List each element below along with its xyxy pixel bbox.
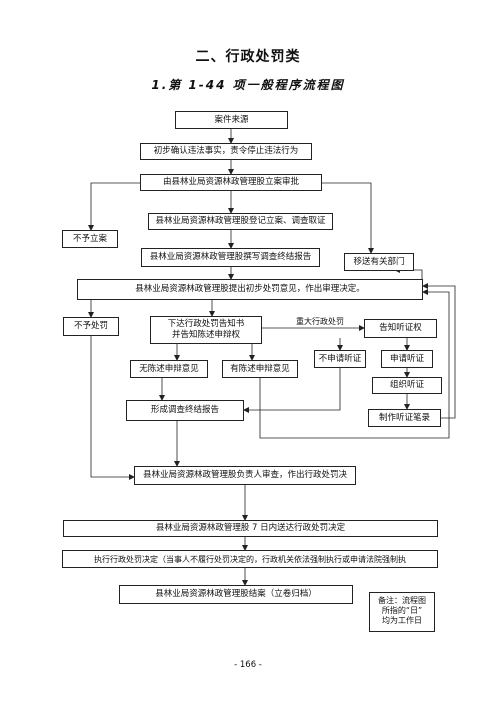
arrow-no-penalty-to-review (90, 336, 135, 480)
node-hearing-transcript: 制作听证笔录 (368, 409, 441, 427)
node-transfer-department: 移送有关部门 (344, 253, 414, 271)
node-propose-opinion: 县林业局资源林政管理股提出初步处罚意见，作出审理决定。 (77, 279, 423, 300)
arrow-filing-to-no-filing (88, 182, 140, 231)
node-hearing-notice: 告知听证权 (364, 319, 437, 338)
footnote-box: 备注：流程图 所指的“日” 均为工作日 (369, 592, 435, 632)
page-title: 二、行政处罚类 (195, 49, 301, 65)
node-penalty-notice-line2: 并告知陈述申辩权 (171, 330, 240, 340)
arrow-filing-to-transfer (322, 182, 374, 254)
footnote-line2: 所指的“日” (381, 606, 423, 615)
node-final-report-draft: 县林业局资源林政管理股撰写调查终结报告 (141, 248, 320, 267)
node-form-report: 形成调查终结报告 (126, 400, 244, 421)
node-apply-hearing: 申请听证 (381, 350, 433, 368)
flowchart-subtitle: 1.第 1-44 项一般程序流程图 (151, 78, 345, 92)
page-number: - 166 - (234, 660, 262, 670)
arrow-no-request-to-report (243, 368, 341, 413)
node-head-review: 县林业局资源林政管理股负责人审查，作出行政处罚决 (134, 466, 356, 485)
node-case-source: 案件来源 (175, 111, 288, 129)
node-filing-review: 由县林业局资源林政管理股立案审批 (140, 174, 322, 191)
node-close-case: 县林业局资源林政管理股结案（立卷归档） (119, 585, 353, 604)
node-no-penalty: 不予处罚 (63, 317, 119, 336)
node-no-hearing-request: 不申请听证 (314, 350, 366, 368)
node-initial-confirm: 初步确认违法事实，责令停止违法行为 (140, 143, 312, 160)
node-organize-hearing: 组织听证 (372, 377, 442, 394)
node-has-defense: 有陈述申辩意见 (222, 360, 298, 378)
node-no-filing: 不予立案 (62, 230, 118, 248)
footnote-line1: 备注：流程图 (378, 596, 426, 605)
node-deliver-decision: 县林业局资源林政管理股 7 日内送达行政处罚决定 (63, 520, 438, 537)
node-register-investigate: 县林业局资源林政管理股登记立案、调查取证 (148, 213, 333, 230)
node-penalty-notice-line1: 下达行政处罚告知书 (167, 319, 245, 329)
arrow-transcript-loop (422, 283, 456, 419)
node-no-defense: 无陈述申辩意见 (130, 360, 208, 378)
footnote-line3: 均为工作日 (382, 616, 422, 625)
label-major-penalty: 重大行政处罚 (296, 317, 344, 326)
node-execute-decision: 执行行政处罚决定（当事人不履行处罚决定的，行政机关依法强制执行或申请法院强制执 (62, 550, 438, 568)
arrow-has-defense-loop (259, 289, 450, 439)
node-penalty-notice: 下达行政处罚告知书 并告知陈述申辩权 (150, 316, 262, 344)
